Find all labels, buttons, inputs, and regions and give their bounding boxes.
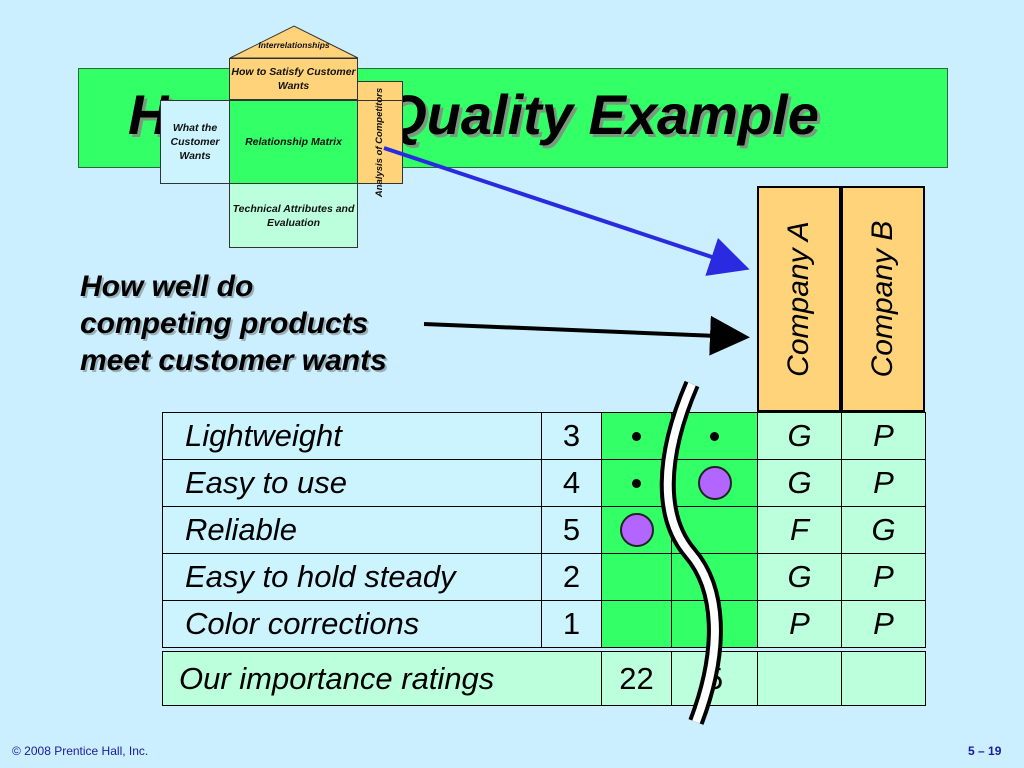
total-empty-cell: [757, 651, 842, 706]
company-b-rating: P: [841, 600, 926, 648]
house-technical-box: Technical Attributes and Evaluation: [229, 183, 358, 248]
relationship-cell: [601, 506, 672, 554]
customer-want-cell: Color corrections: [162, 600, 542, 648]
company-b-rating: G: [841, 506, 926, 554]
relationship-cell: [601, 412, 672, 460]
break-mark: [659, 380, 723, 725]
company-b-rating: P: [841, 412, 926, 460]
blue-arrow: [383, 146, 750, 276]
importance-cell: 1: [541, 600, 602, 648]
customer-want-cell: Lightweight: [162, 412, 542, 460]
house-relationship-box: Relationship Matrix: [229, 100, 358, 184]
company-a-rating: F: [757, 506, 842, 554]
black-arrow: [423, 315, 750, 356]
weak-relationship-dot: [632, 478, 641, 488]
strong-relationship-circle: [697, 466, 732, 500]
total-empty-cell: [841, 651, 926, 706]
house-what-box: What the Customer Wants: [160, 100, 230, 184]
company-a-rating: P: [757, 600, 842, 648]
company-b-rating: P: [841, 553, 926, 601]
house-analysis-box: Analysis of Competitors: [357, 87, 403, 197]
question-line: competing products: [80, 307, 369, 340]
weak-relationship-dot: [710, 431, 719, 441]
company-a-header: Company A: [757, 186, 841, 412]
relationship-cell: [671, 459, 758, 507]
question-line: How well do: [80, 270, 254, 303]
importance-cell: 3: [541, 412, 602, 460]
customer-want-cell: Easy to use: [162, 459, 542, 507]
importance-cell: 2: [541, 553, 602, 601]
company-a-rating: G: [757, 459, 842, 507]
weak-relationship-dot: [632, 431, 641, 441]
company-a-rating: G: [757, 553, 842, 601]
company-b-header: Company B: [841, 186, 925, 412]
importance-cell: 5: [541, 506, 602, 554]
importance-ratings-label: Our importance ratings: [162, 651, 602, 706]
question-line: meet customer wants: [80, 344, 387, 377]
strong-relationship-circle: [619, 513, 654, 547]
house-analysis-cap: [357, 81, 403, 100]
company-a-rating: G: [757, 412, 842, 460]
footer-copyright: © 2008 Prentice Hall, Inc.: [12, 744, 149, 758]
question-text: How well do competing products meet cust…: [80, 268, 500, 379]
customer-want-cell: Reliable: [162, 506, 542, 554]
company-b-rating: P: [841, 459, 926, 507]
relationship-cell: [601, 600, 672, 648]
footer-page-number: 5 – 19: [968, 744, 1002, 758]
customer-want-cell: Easy to hold steady: [162, 553, 542, 601]
house-roof-label: Interrelationships: [258, 40, 330, 50]
importance-cell: 4: [541, 459, 602, 507]
house-how-box: How to Satisfy Customer Wants: [229, 58, 358, 100]
